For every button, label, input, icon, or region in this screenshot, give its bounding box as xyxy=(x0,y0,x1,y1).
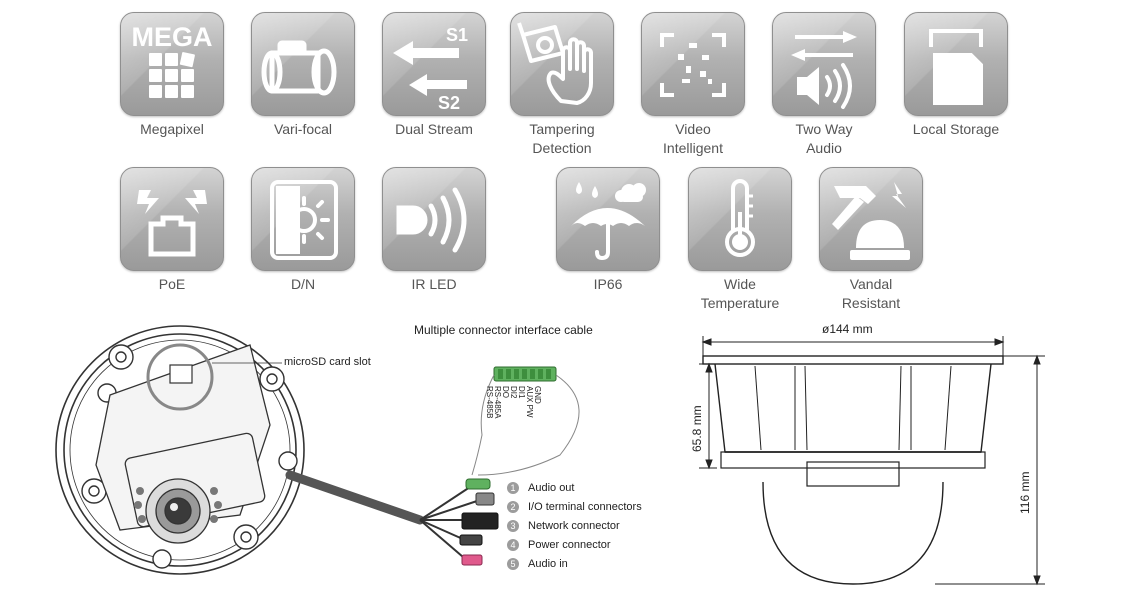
thermometer-icon xyxy=(688,167,792,271)
video-intelligent-icon xyxy=(641,12,745,116)
feature-label-ir-led: IR LED xyxy=(411,276,457,292)
feature-label-dual-stream: Dual Stream xyxy=(395,121,473,137)
feature-ir-led: IR LED xyxy=(382,167,486,294)
ir-led-icon xyxy=(382,167,486,271)
feature-ip66: IP66 xyxy=(556,167,660,294)
terminal-block-connector xyxy=(465,478,491,490)
pin-label: RS-485B xyxy=(485,386,494,419)
dimension-drawing xyxy=(699,336,1045,586)
feature-label-vari-focal: Vari-focal xyxy=(273,121,333,137)
pin-label: DO xyxy=(501,386,510,398)
pin-label: RS-485A xyxy=(493,386,502,419)
weatherproof-umbrella-icon xyxy=(556,167,660,271)
pin-label: GND xyxy=(533,386,542,404)
feature-local-storage: Local Storage xyxy=(904,12,1008,139)
feature-label-ip66: IP66 xyxy=(593,276,623,292)
megapixel-badge-text: MEGA xyxy=(132,22,213,52)
pin-label: DI1 xyxy=(517,386,526,399)
feature-label-megapixel: Megapixel xyxy=(140,121,204,137)
megapixel-icon: MEGA xyxy=(120,12,224,116)
day-night-sun-icon xyxy=(251,167,355,271)
pin-label: AUX PW xyxy=(525,386,534,418)
sd-card-icon xyxy=(904,12,1008,116)
feature-label-local-storage: Local Storage xyxy=(912,121,1000,137)
hammer-dome-icon xyxy=(819,167,923,271)
feature-poe: PoE xyxy=(120,167,224,294)
s1-text: S1 xyxy=(446,25,468,45)
terminal-pin-labels: GND AUX PW DI1 DI2 DO RS-485A RS-485B xyxy=(485,386,560,446)
camera-internal-diagram xyxy=(55,325,580,575)
pin-label: DI2 xyxy=(509,386,518,399)
s2-text: S2 xyxy=(438,93,460,113)
vari-focal-lens-icon xyxy=(251,12,355,116)
feature-label-poe: PoE xyxy=(158,276,186,292)
cable-title: Multiple connector interface cable xyxy=(414,323,593,337)
total-height-dimension: 116 mm xyxy=(1018,471,1032,514)
diameter-dimension: ø144 mm xyxy=(822,322,873,336)
feature-dual-stream: S1 S2 Dual Stream xyxy=(382,12,486,139)
feature-day-night: D/N xyxy=(251,167,355,294)
two-way-audio-icon xyxy=(772,12,876,116)
feature-vari-focal: Vari-focal xyxy=(251,12,355,139)
dual-stream-arrows-icon: S1 S2 xyxy=(382,12,486,116)
base-height-dimension: 65.8 mm xyxy=(690,405,704,452)
feature-megapixel: MEGA Megapixel xyxy=(120,12,224,139)
microsd-slot-label: microSD card slot xyxy=(284,356,371,368)
poe-ethernet-icon xyxy=(120,167,224,271)
feature-label-day-night: D/N xyxy=(290,276,316,292)
tampering-hand-icon xyxy=(510,12,614,116)
